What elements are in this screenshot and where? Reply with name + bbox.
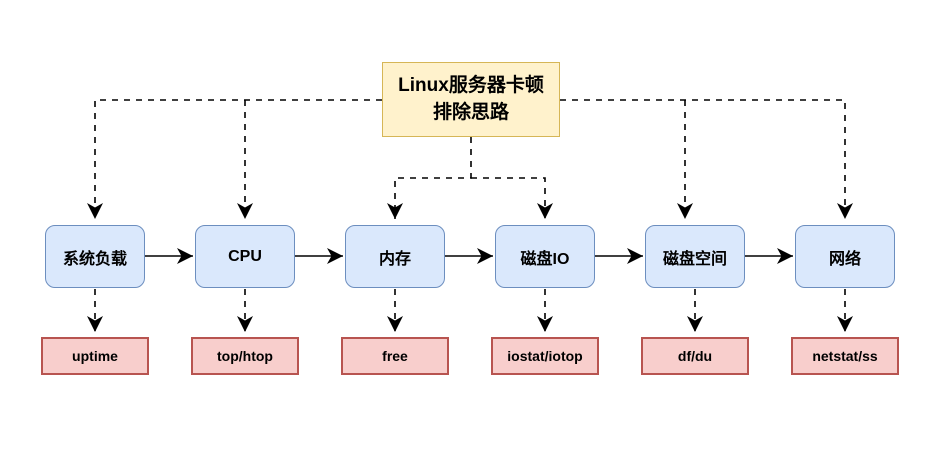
tool-node-uptime: uptime bbox=[41, 337, 149, 375]
node-memory: 内存 bbox=[345, 225, 445, 288]
tool-node-top-htop: top/htop bbox=[191, 337, 299, 375]
edge-root-to-disk-io bbox=[471, 177, 553, 219]
node-cpu: CPU bbox=[195, 225, 295, 288]
tool-node-free: free bbox=[341, 337, 449, 375]
node-system-load: 系统负载 bbox=[45, 225, 145, 288]
edge-root-to-system-load bbox=[87, 99, 382, 219]
node-disk-space: 磁盘空间 bbox=[645, 225, 745, 288]
tool-node-netstat-ss: netstat/ss bbox=[791, 337, 899, 375]
edge-root-to-memory bbox=[387, 137, 472, 219]
node-disk-io: 磁盘IO bbox=[495, 225, 595, 288]
tool-node-iostat-iotop: iostat/iotop bbox=[491, 337, 599, 375]
edge-root-to-network bbox=[560, 99, 853, 219]
node-network: 网络 bbox=[795, 225, 895, 288]
tool-node-df-du: df/du bbox=[641, 337, 749, 375]
root-node-title: Linux服务器卡顿 排除思路 bbox=[382, 62, 560, 137]
